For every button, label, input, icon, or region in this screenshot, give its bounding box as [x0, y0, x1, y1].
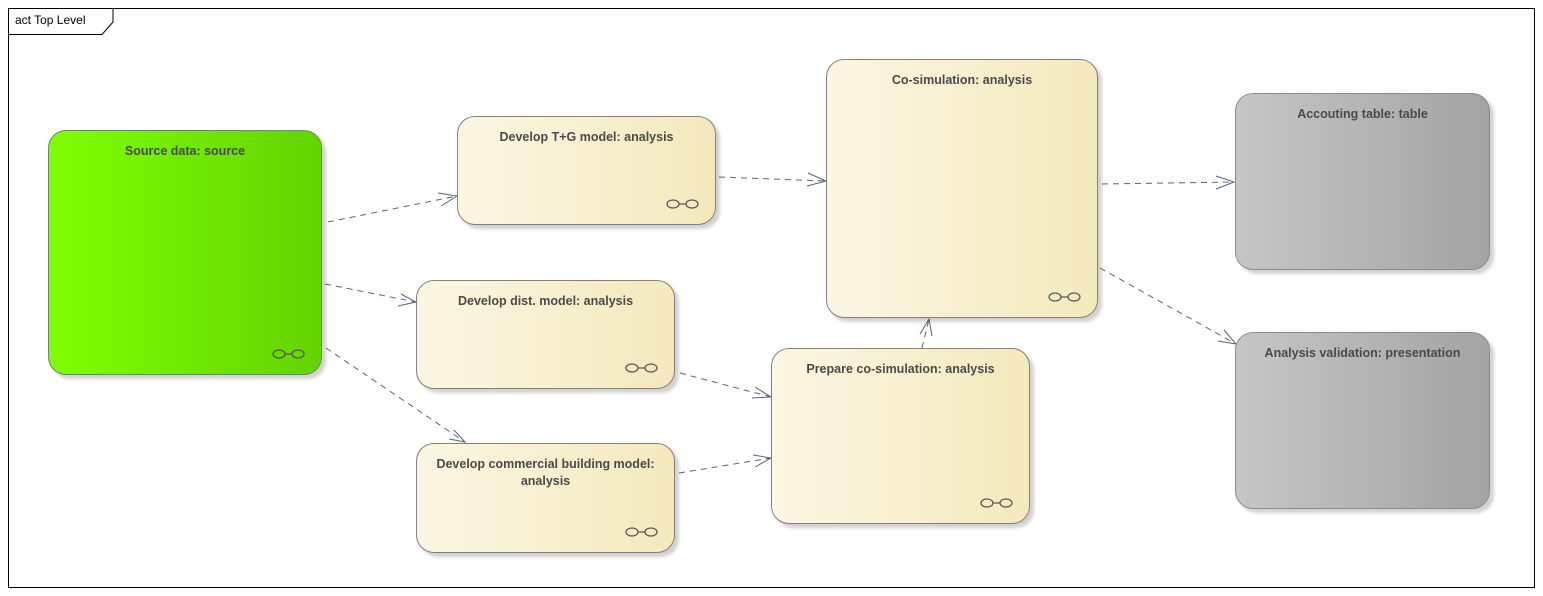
frame-title: act Top Level: [15, 13, 86, 27]
node-label: Analysis validation: presentation: [1264, 346, 1461, 360]
node-label: Source data: source: [124, 144, 246, 158]
node-label: Develop T+G model: analysis: [499, 130, 674, 144]
arrowhead: [397, 293, 418, 307]
composite-activity-icon: [625, 527, 658, 537]
arrowhead: [1215, 175, 1236, 190]
node-label: Co-simulation: analysis: [891, 73, 1033, 87]
edge-source-to-commercial[interactable]: [325, 347, 466, 443]
arrowhead: [806, 172, 828, 187]
node-label: Accouting table: table: [1297, 107, 1428, 121]
composite-activity-icon: [1048, 292, 1081, 302]
composite-activity-icon: [980, 498, 1013, 508]
composite-activity-icon: [272, 349, 305, 359]
node-develop-tg-model[interactable]: Develop T+G model: analysis: [457, 116, 716, 225]
edge-source-to-tg[interactable]: [327, 195, 458, 223]
edge-prepare-to-cosim[interactable]: [921, 318, 930, 349]
node-co-simulation[interactable]: Co-simulation: analysis: [826, 59, 1098, 318]
node-develop-dist-model[interactable]: Develop dist. model: analysis: [416, 280, 675, 389]
composite-activity-icon: [625, 363, 658, 373]
edge-source-to-dist[interactable]: [324, 283, 417, 303]
arrowhead: [1217, 329, 1238, 345]
arrowhead: [919, 317, 933, 337]
node-label: Develop commercial building model: analy…: [436, 457, 655, 488]
arrowhead: [448, 429, 467, 443]
node-analysis-validation[interactable]: Analysis validation: presentation: [1235, 332, 1490, 509]
edge-tg-to-cosim[interactable]: [718, 176, 827, 182]
node-prepare-co-simulation[interactable]: Prepare co-simulation: analysis: [771, 348, 1030, 524]
composite-activity-icon: [666, 199, 699, 209]
node-develop-commercial-building-model[interactable]: Develop commercial building model: analy…: [416, 443, 675, 553]
node-label: Prepare co-simulation: analysis: [806, 362, 995, 376]
edge-dist-to-prepare[interactable]: [679, 372, 772, 398]
node-accounting-table[interactable]: Accouting table: table: [1235, 93, 1490, 270]
edge-cosim-to-validation[interactable]: [1099, 267, 1237, 345]
node-source-data[interactable]: Source data: source: [48, 130, 322, 375]
edge-cosim-to-accounting[interactable]: [1101, 181, 1235, 185]
node-label: Develop dist. model: analysis: [457, 294, 634, 308]
edge-commercial-to-prepare[interactable]: [678, 457, 772, 474]
frame-tab-outline: [8, 8, 114, 35]
